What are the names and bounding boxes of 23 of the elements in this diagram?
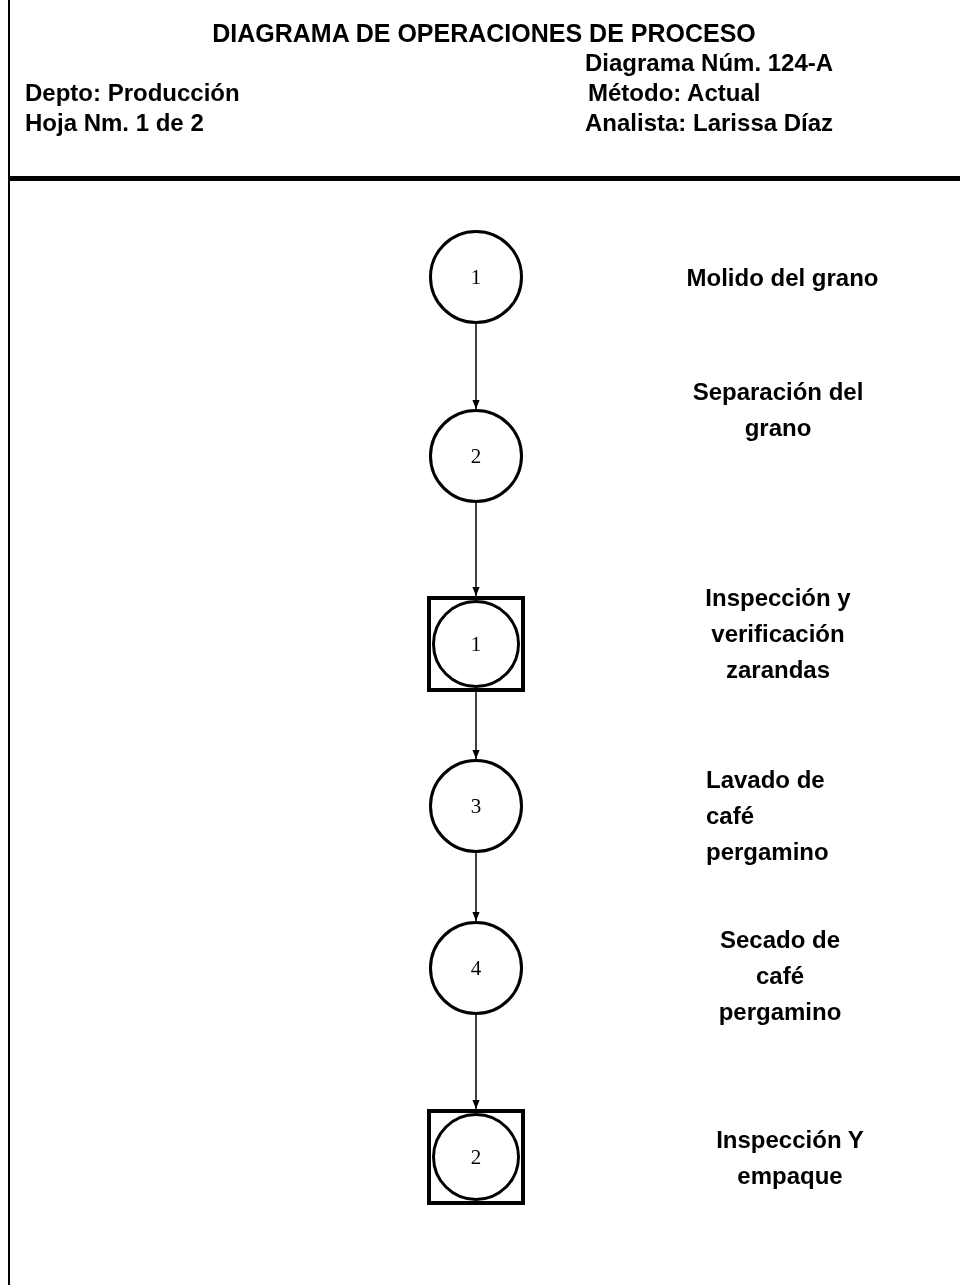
header-field: Depto: Producción [25,78,240,108]
header-field: Hoja Nm. 1 de 2 [25,108,204,138]
step-number: 3 [470,793,482,819]
step-label: Inspección Y empaque [715,1125,865,1191]
arrow [472,323,480,410]
step-label: Molido del grano [685,263,880,293]
step-number: 4 [470,955,482,981]
arrow [472,502,480,597]
step-number: 2 [470,1144,482,1170]
header-field: Diagrama Núm. 124-A [585,48,834,78]
header-field: Analista: Larissa Díaz [585,108,834,138]
arrow [472,691,480,760]
step-number: 2 [470,443,482,469]
step-label: Lavado de café pergamino [706,765,830,867]
step-number: 1 [470,631,482,657]
step-label: Separación del grano [691,377,865,443]
arrow [472,852,480,922]
arrow [472,1014,480,1110]
step-label: Inspección y verificación zarandas [704,583,852,685]
step-label: Secado de café pergamino [717,925,843,1027]
header-field: Método: Actual [588,78,761,108]
header-title: DIAGRAMA DE OPERACIONES DE PROCESO [211,18,757,48]
step-number: 1 [470,264,482,290]
